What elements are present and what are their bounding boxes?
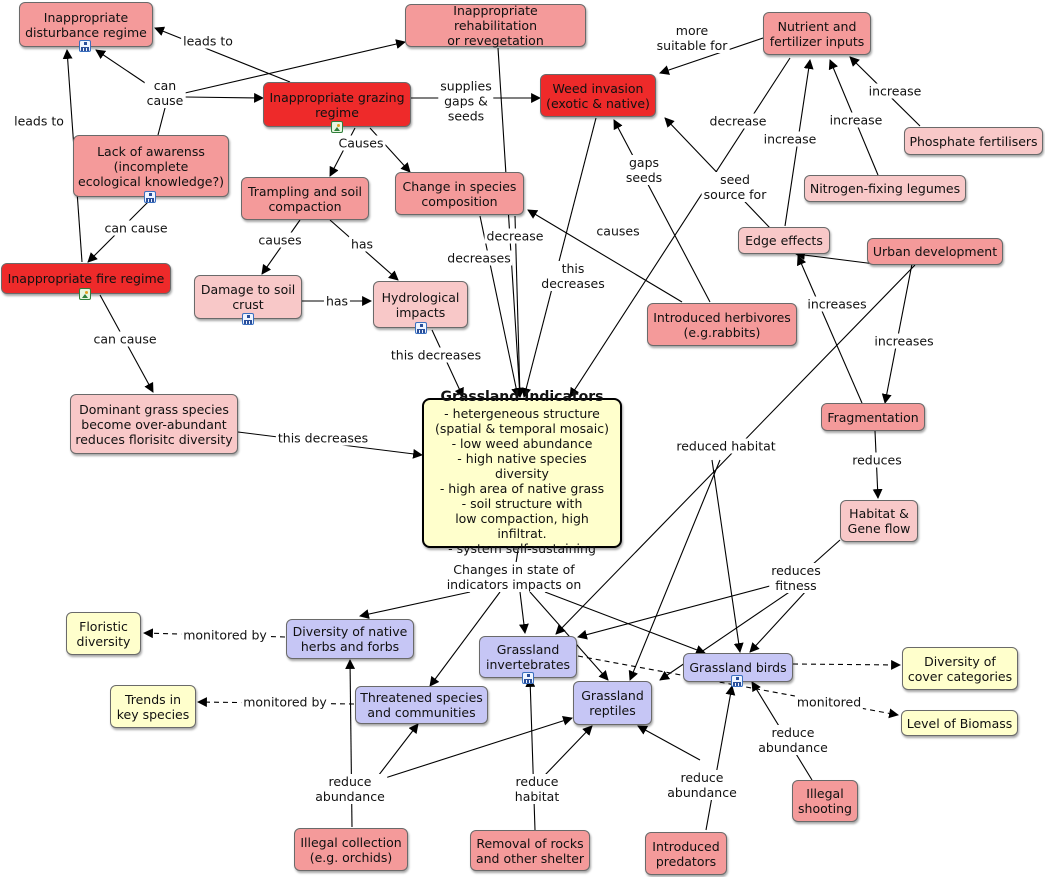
concept-map-icon[interactable] xyxy=(79,40,91,52)
node-nitrogen-legumes[interactable]: Nitrogen-fixing legumes xyxy=(804,175,966,202)
link-label: this decreases xyxy=(275,430,371,446)
link-label: has xyxy=(323,293,351,309)
node-introduced-predators[interactable]: Introduced predators xyxy=(645,832,727,875)
node-trampling[interactable]: Trampling and soil compaction xyxy=(241,177,369,220)
link-label: more suitable for xyxy=(654,23,730,53)
link-label: reduces fitness xyxy=(769,563,823,593)
node-edge-effects[interactable]: Edge effects xyxy=(738,227,830,254)
center-title: Grassland Indicators xyxy=(440,389,604,405)
link-label: supplies gaps & seeds xyxy=(438,78,494,124)
node-rehabilitation[interactable]: Inappropriate rehabilitation or revegeta… xyxy=(405,3,586,48)
link-label: can cause xyxy=(91,331,159,347)
node-introduced-herbivores[interactable]: Introduced herbivores (e.g.rabbits) xyxy=(647,303,797,346)
link-label: increase xyxy=(827,112,885,128)
link-label: Causes xyxy=(336,135,386,151)
link-label: increase xyxy=(866,83,924,99)
link-label: decrease xyxy=(484,228,546,244)
node-illegal-collection[interactable]: Illegal collection (e.g. orchids) xyxy=(294,828,408,871)
node-threatened-species[interactable]: Threatened species and communities xyxy=(355,686,488,724)
image-icon[interactable] xyxy=(79,288,91,300)
center-line: low compaction, high infiltrat. xyxy=(455,511,589,541)
grassland-indicators-box[interactable]: Grassland Indicators - hetergeneous stru… xyxy=(422,390,622,556)
center-line: (spatial & temporal mosaic) xyxy=(435,421,609,436)
node-grazing-regime[interactable]: Inappropriate grazing regime xyxy=(263,82,411,127)
node-fragmentation[interactable]: Fragmentation xyxy=(821,403,925,431)
node-species-change[interactable]: Change in species composition xyxy=(395,172,524,215)
node-weed-invasion[interactable]: Weed invasion (exotic & native) xyxy=(540,74,656,117)
node-hydrological[interactable]: Hydrological impacts xyxy=(373,281,468,328)
link-label: increase xyxy=(761,131,819,147)
node-invertebrates[interactable]: Grassland invertebrates xyxy=(479,636,577,678)
image-icon[interactable] xyxy=(331,121,343,133)
node-trends-key-species[interactable]: Trends in key species xyxy=(110,685,196,728)
link-label: Changes in state of indicators impacts o… xyxy=(444,562,584,592)
concept-map-icon[interactable] xyxy=(242,313,254,325)
concept-map-icon[interactable] xyxy=(522,672,534,684)
link-label: reduced habitat xyxy=(674,438,778,454)
center-line: - system self-sustaining xyxy=(448,541,596,556)
link-label: leads to xyxy=(181,33,235,49)
center-line: - high native species diversity xyxy=(457,451,587,481)
node-illegal-shooting[interactable]: Illegal shooting xyxy=(792,780,858,822)
center-line: - low weed abundance xyxy=(451,436,593,451)
link-label: reduce habitat xyxy=(512,774,562,804)
link-label: decrease xyxy=(707,113,769,129)
node-removal-rocks[interactable]: Removal of rocks and other shelter xyxy=(470,830,590,871)
node-phosphate[interactable]: Phosphate fertilisers xyxy=(904,127,1043,155)
link-label: this decreases xyxy=(388,347,484,363)
center-line: - soil structure with xyxy=(461,496,583,511)
node-dominant-grass[interactable]: Dominant grass species become over-abund… xyxy=(70,394,238,454)
link-label: monitored xyxy=(794,694,864,710)
node-reptiles[interactable]: Grassland reptiles xyxy=(573,681,652,725)
link-label: can cause xyxy=(102,220,170,236)
link-label: monitored by xyxy=(241,694,329,710)
link-label: can cause xyxy=(144,78,186,108)
node-disturbance-regime[interactable]: Inappropriate disturbance regime xyxy=(19,2,153,47)
concept-map-icon[interactable] xyxy=(144,191,156,203)
link-label: monitored by xyxy=(181,627,269,643)
node-biomass[interactable]: Level of Biomass xyxy=(901,710,1018,736)
node-cover-categories[interactable]: Diversity of cover categories xyxy=(902,647,1018,690)
link-label: decreases xyxy=(445,250,513,266)
concept-map-icon[interactable] xyxy=(415,322,427,334)
link-label: this decreases xyxy=(539,261,607,291)
node-herbs-forbs[interactable]: Diversity of native herbs and forbs xyxy=(286,619,414,659)
link-label: reduce abundance xyxy=(313,774,387,804)
link-label: reduce abundance xyxy=(665,770,739,800)
link-label: has xyxy=(348,236,376,252)
node-urban-development[interactable]: Urban development xyxy=(867,238,1003,265)
node-floristic-diversity[interactable]: Floristic diversity xyxy=(66,612,141,655)
concept-map-icon[interactable] xyxy=(731,675,743,687)
link-label: reduce abundance xyxy=(756,725,830,755)
link-label: causes xyxy=(256,232,304,248)
center-line: - hetergeneous structure xyxy=(444,406,600,421)
node-lack-awareness[interactable]: Lack of awarenss (incomplete ecological … xyxy=(73,135,229,197)
node-soil-crust[interactable]: Damage to soil crust xyxy=(194,275,302,319)
link-label: gaps seeds xyxy=(623,155,665,185)
link-label: leads to xyxy=(12,113,66,129)
link-label: increases xyxy=(805,296,869,312)
link-label: seed source for xyxy=(701,172,769,202)
center-line: - high area of native grass xyxy=(439,481,605,496)
link-label: reduces xyxy=(850,452,904,468)
link-label: increases xyxy=(872,333,936,349)
node-nutrient-inputs[interactable]: Nutrient and fertilizer inputs xyxy=(763,12,871,55)
link-label: causes xyxy=(594,223,642,239)
node-habitat-gene-flow[interactable]: Habitat & Gene flow xyxy=(840,500,918,542)
